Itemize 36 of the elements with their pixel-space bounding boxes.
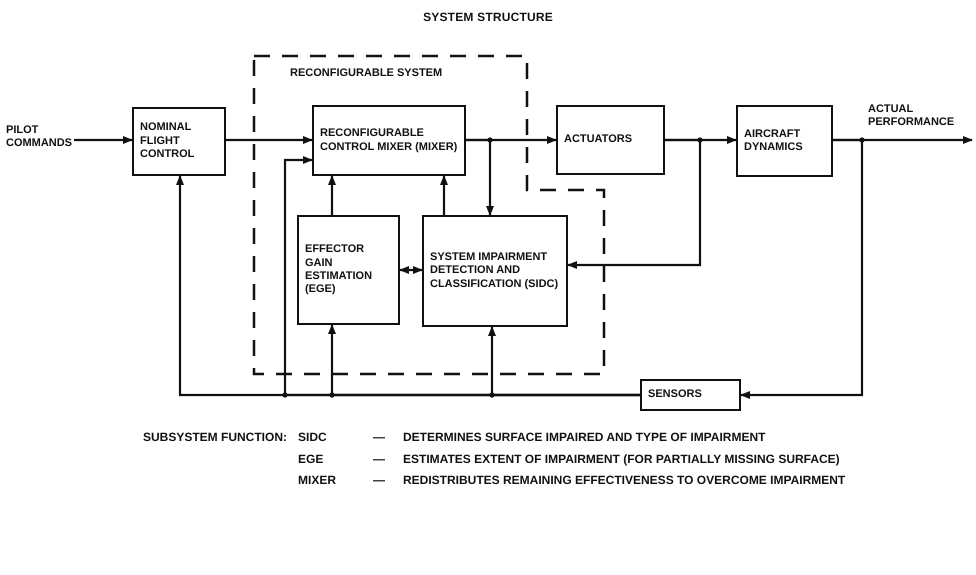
input-label: PILOT COMMANDS [6, 124, 73, 151]
process-box [736, 105, 833, 177]
note-text: — [373, 430, 386, 446]
arrow [74, 136, 133, 144]
note-text: EGE [298, 452, 324, 468]
note-text: ESTIMATES EXTENT OF IMPAIRMENT (FOR PARTIALLY MISSING SURFACE) [403, 452, 841, 468]
box-label: SYSTEM IMPAIRMENT DETECTION AND CLASSIFICATION (SIDC) [430, 250, 560, 292]
region-title: RECONFIGURABLE SYSTEM [290, 67, 442, 80]
arrow [466, 138, 494, 216]
diagram-title: SYSTEM STRUCTURE [422, 10, 554, 24]
note-text: SUBSYSTEM FUNCTION: [143, 430, 288, 446]
process-box [297, 215, 400, 325]
arrow [328, 175, 336, 215]
arrow [740, 138, 864, 399]
note-text: REDISTRIBUTES REMAINING EFFECTIVENESS TO OVERCOME IMPAIRMENT [403, 473, 846, 489]
box-label: RECONFIGURABLE CONTROL MIXER (MIXER) [320, 127, 458, 154]
box-label: EFFECTOR GAIN ESTIMATION (EGE) [305, 243, 374, 297]
process-box [556, 105, 665, 175]
note-text: — [373, 452, 386, 468]
arrow [488, 326, 640, 396]
box-label: AIRCRAFT DYNAMICS [744, 128, 804, 154]
process-box [132, 107, 226, 176]
arrow [440, 175, 448, 215]
process-box [422, 215, 568, 327]
note-text: SIDC [298, 430, 328, 446]
note-text: — [373, 473, 386, 489]
arrow [226, 136, 313, 144]
box-label: SENSORS [648, 388, 703, 402]
arrow [399, 266, 423, 274]
box-label: ACTUATORS [564, 133, 634, 147]
arrow [567, 138, 702, 269]
note-text: DETERMINES SURFACE IMPAIRED AND TYPE OF IMPAIRMENT [403, 430, 766, 446]
note-text: MIXER [298, 473, 338, 489]
process-box [640, 379, 741, 411]
box-label: NOMINAL FLIGHT CONTROL [140, 121, 196, 162]
process-box [312, 105, 466, 176]
